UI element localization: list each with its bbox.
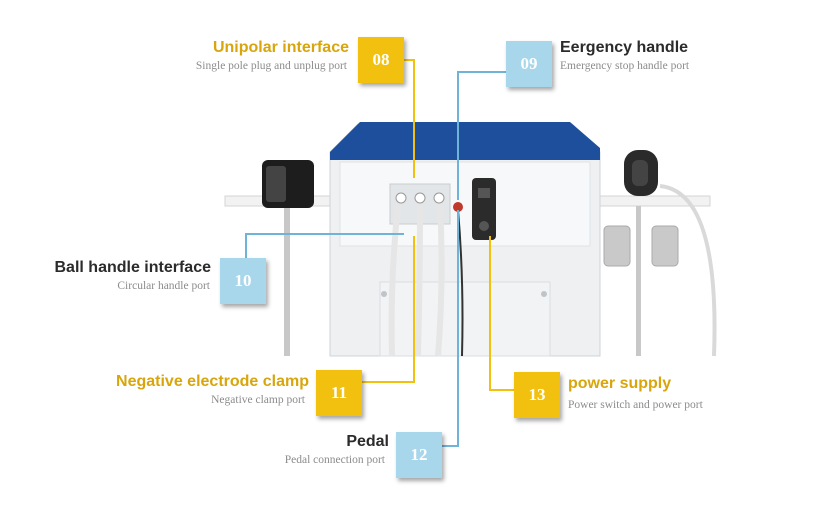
machine-top-cover: [330, 122, 600, 160]
callout-10-subtitle: Circular handle port: [117, 280, 210, 292]
callout-11-title: Negative electrode clamp: [116, 373, 309, 390]
callout-09-subtitle: Emergency stop handle port: [560, 60, 690, 72]
callout-08-subtitle: Single pole plug and unplug port: [195, 60, 347, 72]
callout-13-title: power supply: [568, 375, 672, 392]
right-pole: [636, 206, 641, 356]
callout-10-title: Ball handle interface: [54, 259, 212, 276]
callout-09-badge: 09: [506, 41, 552, 87]
callout-12-badge: 12: [396, 432, 442, 478]
callout-10-badge: 10: [220, 258, 266, 304]
emergency-port: [453, 202, 463, 212]
callout-12-title: Pedal: [346, 433, 389, 450]
callout-12-subtitle: Pedal connection port: [284, 454, 385, 466]
callout-08-badge: 08: [358, 37, 404, 83]
callout-08-title: Unipolar interface: [212, 39, 349, 56]
right-shelf: [599, 195, 711, 207]
callout-13-badge: 13: [514, 372, 560, 418]
callout-11-subtitle: Negative clamp port: [211, 394, 305, 406]
callout-09-title: Eergency handle: [560, 39, 689, 56]
callout-11-badge: 11: [316, 370, 362, 416]
left-pole: [284, 206, 290, 356]
callout-13-subtitle: Power switch and power port: [568, 399, 703, 411]
